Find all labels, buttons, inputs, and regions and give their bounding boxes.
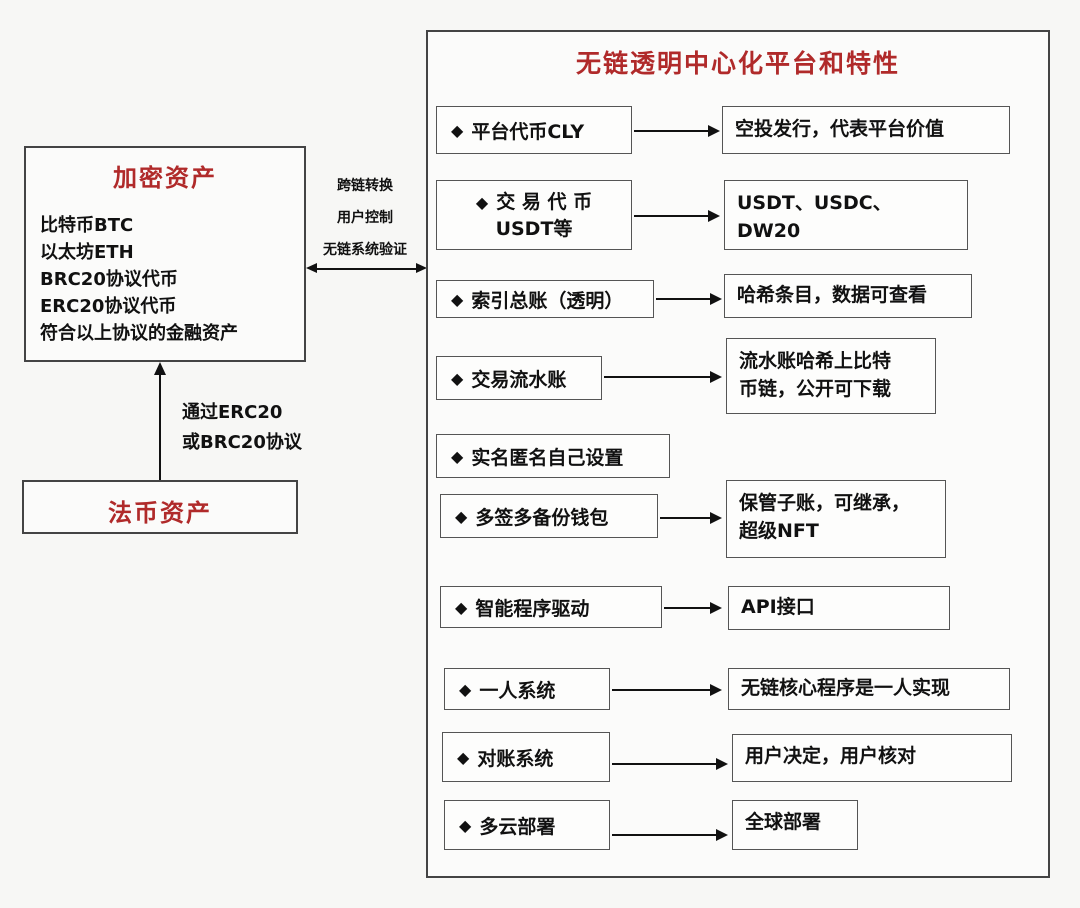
diamond-icon: ◆ — [455, 506, 468, 526]
feature-box-trade-token: ◆ 交 易 代 币 USDT等 — [436, 180, 632, 250]
diamond-icon: ◆ — [451, 289, 464, 309]
feature-label: 多云部署 — [479, 815, 556, 838]
detail-box-multisig-wallet: 保管子账，可继承， 超级NFT — [726, 480, 946, 558]
arrow-head — [710, 512, 722, 524]
diamond-icon: ◆ — [457, 747, 470, 767]
arrow-head — [716, 829, 728, 841]
crypto-asset-item: 符合以上协议的金融资产 — [40, 323, 238, 344]
arrow-head — [716, 758, 728, 770]
detail-box-trade-token: USDT、USDC、 DW20 — [724, 180, 968, 250]
arrow-head — [710, 371, 722, 383]
feature-box-reconciliation: ◆ 对账系统 — [442, 732, 610, 782]
feature-box-identity: ◆ 实名匿名自己设置 — [436, 434, 670, 478]
fiat-assets-box: 法币资产 — [22, 480, 298, 534]
arrow-line — [612, 689, 712, 691]
feature-box-one-person-system: ◆ 一人系统 — [444, 668, 610, 710]
bridge-line: 跨链转换 — [337, 178, 393, 194]
detail-line: USDT、USDC、 — [737, 192, 892, 214]
feature-label: 交易流水账 — [471, 368, 567, 391]
up-arrow-head — [154, 362, 166, 375]
feature-label: 平台代币CLY — [471, 120, 585, 143]
arrow-line — [656, 298, 712, 300]
crypto-assets-title: 加密资产 — [113, 163, 217, 192]
diamond-icon: ◆ — [451, 120, 464, 140]
feature-box-index-ledger: ◆ 索引总账（透明） — [436, 280, 654, 318]
feature-label-line: 交 易 代 币 — [496, 190, 593, 213]
feature-label: 索引总账（透明） — [471, 289, 624, 312]
crypto-asset-item: BRC20协议代币 — [40, 269, 178, 290]
detail-box-one-person-system: 无链核心程序是一人实现 — [728, 668, 1010, 710]
feature-label: 实名匿名自己设置 — [471, 446, 624, 469]
arrow-line — [660, 517, 712, 519]
detail-line: 超级NFT — [739, 520, 819, 542]
feature-label: 智能程序驱动 — [475, 597, 590, 620]
detail-box-reconciliation: 用户决定，用户核对 — [732, 734, 1012, 782]
bridge-line: 无链系统验证 — [323, 242, 407, 258]
diamond-icon: ◆ — [475, 192, 489, 212]
detail-line: 全球部署 — [745, 811, 822, 833]
bridge-arrow-head-left — [306, 263, 317, 273]
detail-line: DW20 — [737, 220, 801, 242]
bridge-arrow-line — [316, 268, 416, 270]
feature-label: 多签多备份钱包 — [475, 506, 609, 529]
detail-line: 币链，公开可下载 — [739, 378, 892, 400]
detail-line: 用户决定，用户核对 — [745, 745, 917, 767]
fiat-assets-title: 法币资产 — [108, 498, 212, 527]
feature-label-line: USDT等 — [495, 217, 573, 240]
arrow-line — [664, 607, 712, 609]
detail-box-index-ledger: 哈希条目，数据可查看 — [724, 274, 972, 318]
feature-box-journal: ◆ 交易流水账 — [436, 356, 602, 400]
arrow-head — [708, 125, 720, 137]
arrow-head — [708, 210, 720, 222]
arrow-head — [710, 684, 722, 696]
detail-line: 空投发行，代表平台价值 — [735, 118, 945, 140]
arrow-head — [710, 602, 722, 614]
arrow-line — [604, 376, 712, 378]
diamond-icon: ◆ — [451, 368, 464, 388]
arrow-line — [612, 834, 718, 836]
feature-label: ◆ 交 易 代 币 — [476, 189, 592, 216]
detail-line: API接口 — [741, 596, 815, 618]
detail-line: 流水账哈希上比特 — [739, 350, 892, 372]
feature-label: 对账系统 — [477, 747, 554, 770]
diamond-icon: ◆ — [459, 815, 472, 835]
crypto-asset-item: ERC20协议代币 — [40, 296, 177, 317]
arrow-line — [612, 763, 718, 765]
bridge-line: 用户控制 — [337, 210, 393, 226]
crypto-assets-list: 比特币BTC 以太坊ETH BRC20协议代币 ERC20协议代币 符合以上协议… — [40, 212, 238, 347]
diamond-icon: ◆ — [459, 679, 472, 699]
up-link-line: 或BRC20协议 — [182, 432, 302, 453]
up-arrow-line — [159, 374, 161, 480]
bridge-label: 跨链转换 用户控制 无链系统验证 — [306, 170, 424, 266]
detail-line: 无链核心程序是一人实现 — [741, 677, 951, 699]
arrow-line — [634, 215, 710, 217]
detail-box-journal: 流水账哈希上比特 币链，公开可下载 — [726, 338, 936, 414]
crypto-asset-item: 比特币BTC — [40, 215, 134, 236]
up-link-label: 通过ERC20 或BRC20协议 — [182, 398, 302, 458]
feature-box-multisig-wallet: ◆ 多签多备份钱包 — [440, 494, 658, 538]
detail-box-multicloud: 全球部署 — [732, 800, 858, 850]
detail-line: 哈希条目，数据可查看 — [737, 284, 928, 306]
feature-box-token: ◆ 平台代币CLY — [436, 106, 632, 154]
arrow-head — [710, 293, 722, 305]
diamond-icon: ◆ — [455, 597, 468, 617]
detail-line: 保管子账，可继承， — [739, 492, 911, 514]
platform-title: 无链透明中心化平台和特性 — [575, 49, 900, 78]
crypto-assets-box: 加密资产 比特币BTC 以太坊ETH BRC20协议代币 ERC20协议代币 符… — [24, 146, 306, 362]
feature-box-smart-program: ◆ 智能程序驱动 — [440, 586, 662, 628]
detail-box-token: 空投发行，代表平台价值 — [722, 106, 1010, 154]
arrow-line — [634, 130, 710, 132]
detail-box-smart-program: API接口 — [728, 586, 950, 630]
diamond-icon: ◆ — [451, 446, 464, 466]
up-link-line: 通过ERC20 — [182, 402, 283, 423]
bridge-arrow-head-right — [416, 263, 427, 273]
crypto-asset-item: 以太坊ETH — [40, 242, 134, 263]
feature-box-multicloud: ◆ 多云部署 — [444, 800, 610, 850]
feature-label: 一人系统 — [479, 679, 556, 702]
